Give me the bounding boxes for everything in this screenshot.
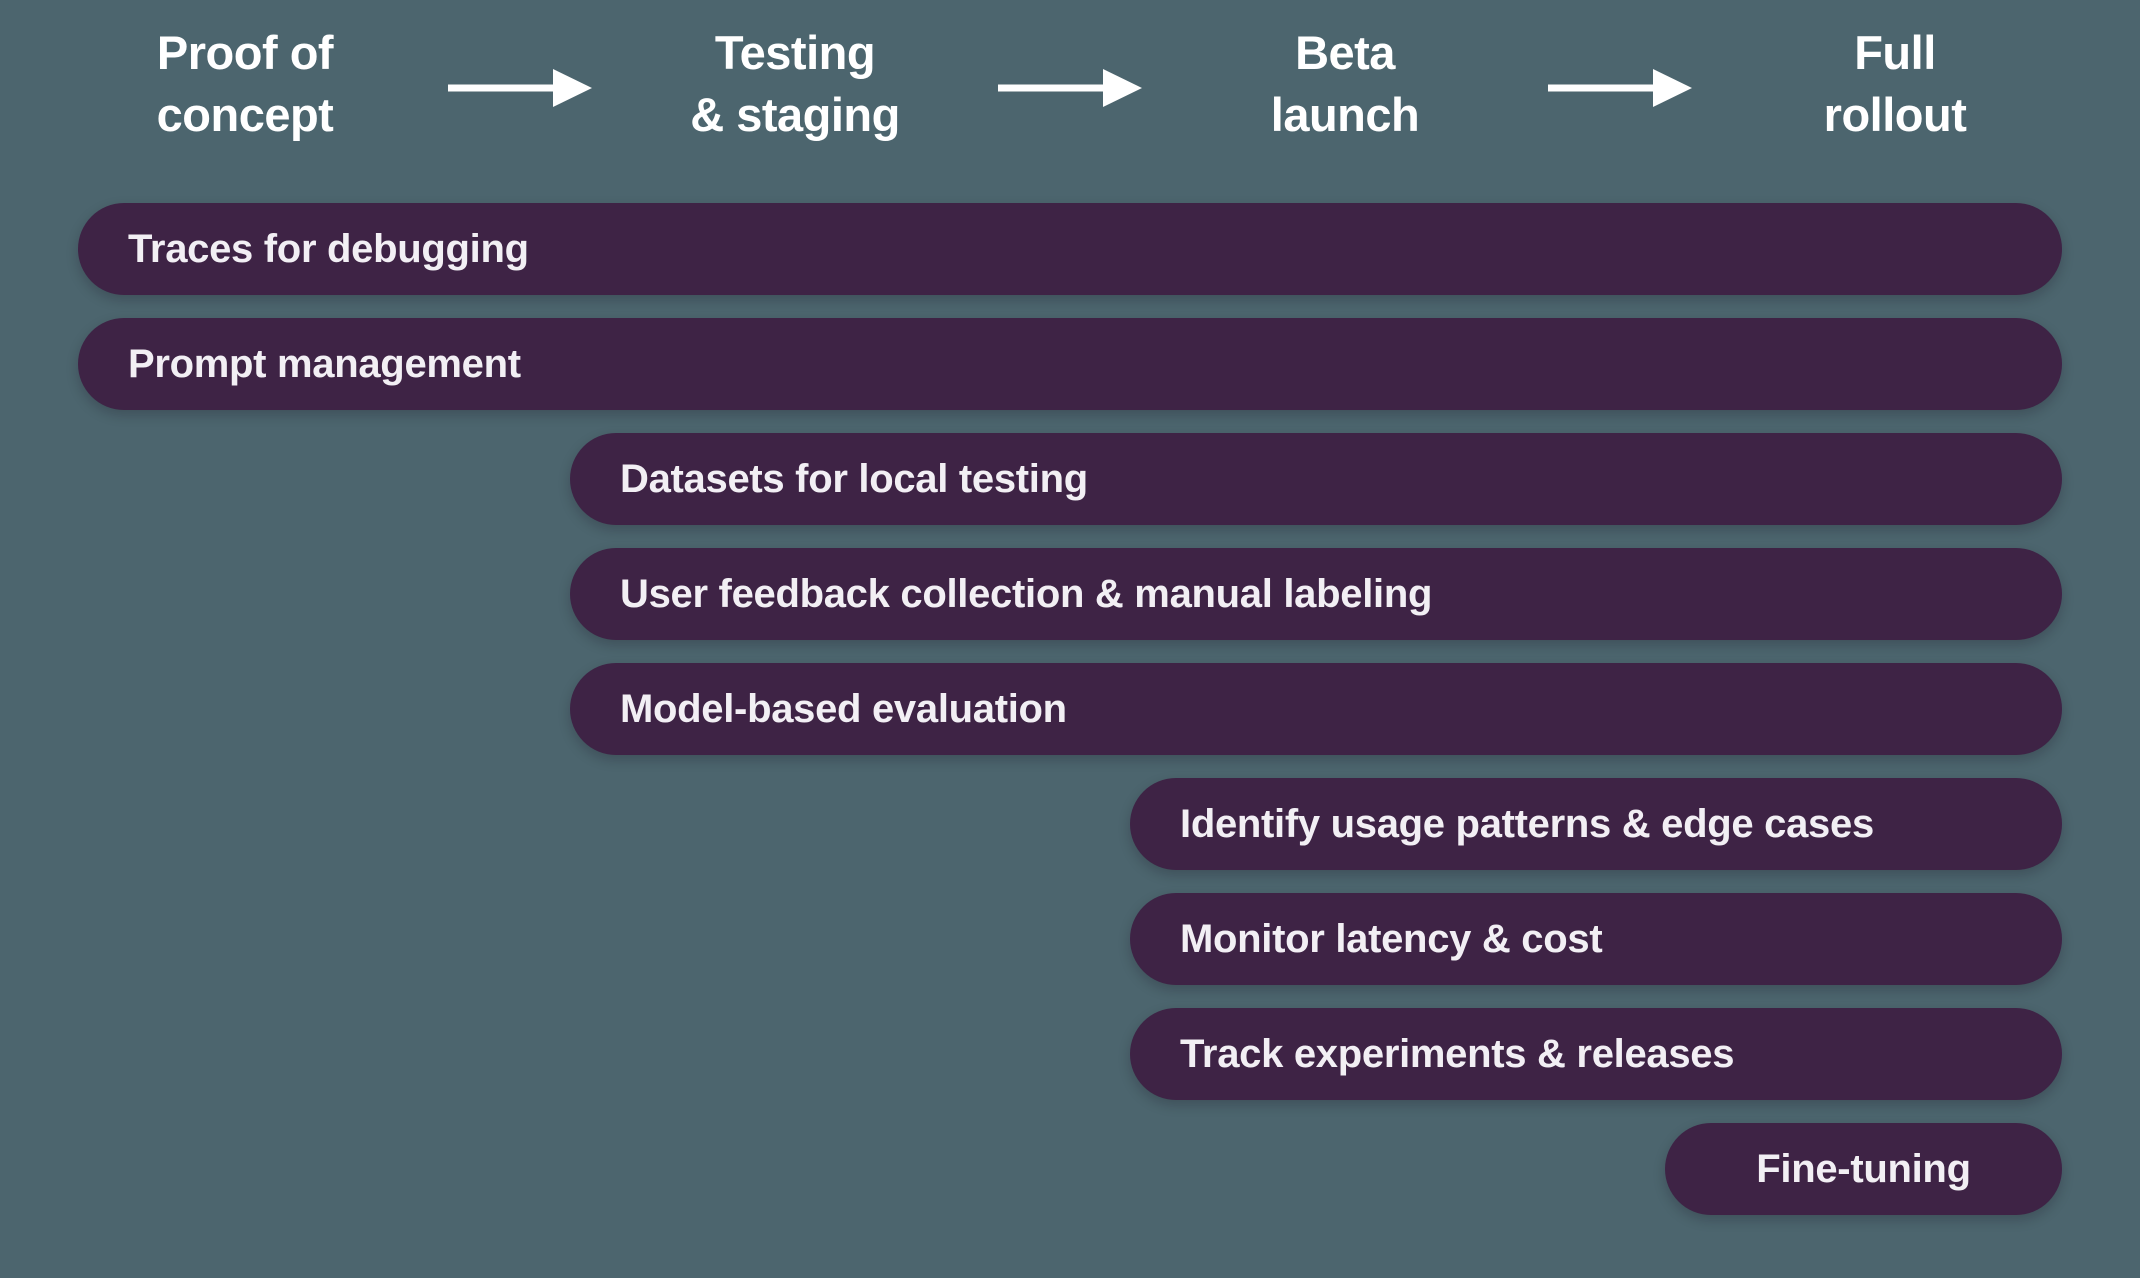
stage-header-beta-launch: Beta launch (1105, 22, 1585, 146)
stage-header-full-rollout: Full rollout (1655, 22, 2135, 146)
capability-bar: Prompt management (78, 318, 2062, 410)
stage-header-testing-staging: Testing & staging (555, 22, 1035, 146)
capability-label: Model-based evaluation (620, 686, 1067, 731)
capability-bar: Model-based evaluation (570, 663, 2062, 755)
capability-bar: Track experiments & releases (1130, 1008, 2062, 1100)
capability-label: Identify usage patterns & edge cases (1180, 801, 1874, 846)
capability-label: Traces for debugging (128, 226, 529, 271)
arrow-icon (1548, 69, 1692, 107)
stage-title-line: Proof of (156, 26, 334, 79)
stage-title-line: Full (1854, 26, 1936, 79)
capability-bar: Fine-tuning (1665, 1123, 2062, 1215)
capability-bar: Datasets for local testing (570, 433, 2062, 525)
arrow-icon (448, 69, 592, 107)
capability-bar: Traces for debugging (78, 203, 2062, 295)
capability-bar: Monitor latency & cost (1130, 893, 2062, 985)
capability-label: Track experiments & releases (1180, 1031, 1735, 1076)
capability-label: Datasets for local testing (620, 456, 1088, 501)
stage-title-line: & staging (690, 88, 900, 141)
stage-title-line: Beta (1295, 26, 1395, 79)
capability-bar: Identify usage patterns & edge cases (1130, 778, 2062, 870)
stage-title-line: rollout (1823, 88, 1967, 141)
stage-header-proof-of-concept: Proof of concept (5, 22, 485, 146)
arrow-icon (998, 69, 1142, 107)
capability-label: Prompt management (128, 341, 521, 386)
capability-label: User feedback collection & manual labeli… (620, 571, 1433, 616)
capability-label: Fine-tuning (1756, 1146, 1971, 1191)
stage-title-line: launch (1270, 88, 1420, 141)
stage-title-line: Testing (714, 26, 876, 79)
stage-title-line: concept (156, 88, 334, 141)
capability-label: Monitor latency & cost (1180, 916, 1603, 961)
capability-bar: User feedback collection & manual labeli… (570, 548, 2062, 640)
